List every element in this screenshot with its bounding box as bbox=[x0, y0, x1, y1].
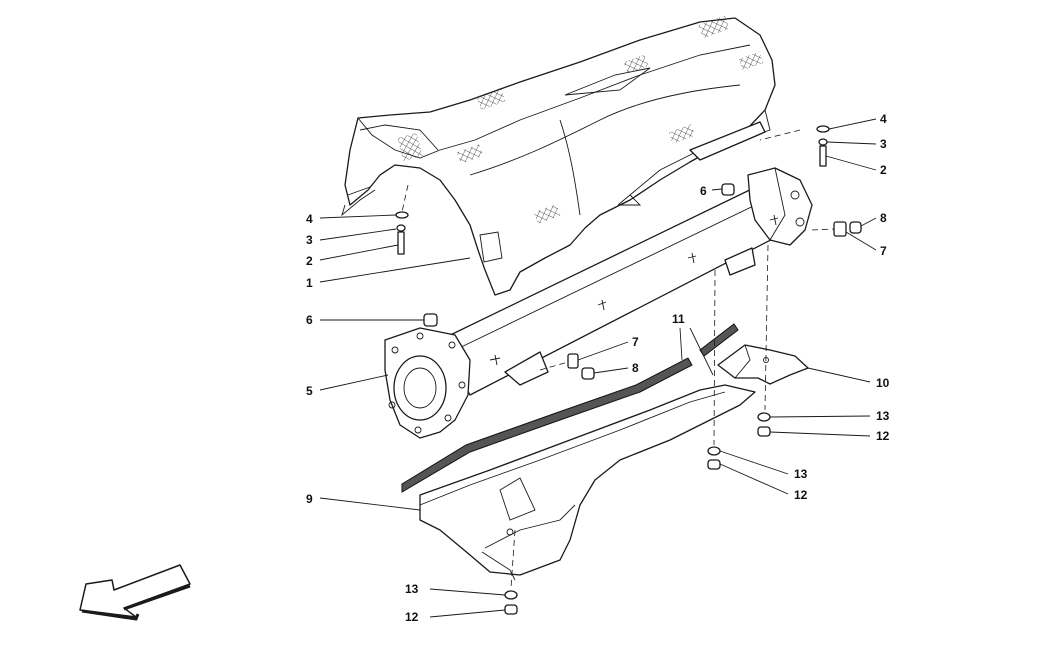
assembly-dashed-lines bbox=[401, 129, 835, 589]
callout-labels: 4 3 2 1 6 5 9 7 8 6 4 3 2 8 7 11 10 13 1… bbox=[306, 112, 890, 624]
callout-11: 11 bbox=[672, 312, 685, 326]
callout-4-right: 4 bbox=[880, 112, 887, 126]
callout-13-c: 13 bbox=[405, 582, 419, 596]
callout-7-mid: 7 bbox=[632, 335, 639, 349]
callout-1: 1 bbox=[306, 276, 313, 290]
callout-6-top: 6 bbox=[700, 184, 707, 198]
callout-12-b: 12 bbox=[794, 488, 808, 502]
callout-5: 5 bbox=[306, 384, 313, 398]
callout-4-left: 4 bbox=[306, 212, 313, 226]
front-direction-arrow-icon bbox=[79, 564, 191, 621]
callout-10: 10 bbox=[876, 376, 890, 390]
callout-8-mid: 8 bbox=[632, 361, 639, 375]
callout-8-right: 8 bbox=[880, 211, 887, 225]
seal-strips bbox=[401, 323, 739, 493]
lower-protection-panel bbox=[419, 384, 756, 581]
callout-6-left: 6 bbox=[306, 313, 313, 327]
callout-7-right: 7 bbox=[880, 244, 887, 258]
callout-9: 9 bbox=[306, 492, 313, 506]
callout-13-a: 13 bbox=[876, 409, 890, 423]
callout-13-b: 13 bbox=[794, 467, 808, 481]
callout-3-left: 3 bbox=[306, 233, 313, 247]
callout-2-left: 2 bbox=[306, 254, 313, 268]
side-bracket bbox=[717, 344, 809, 385]
transmission-tube bbox=[384, 167, 813, 439]
callout-12-c: 12 bbox=[405, 610, 419, 624]
callout-3-right: 3 bbox=[880, 137, 887, 151]
callout-12-a: 12 bbox=[876, 429, 890, 443]
heat-shield-cover bbox=[341, 15, 776, 296]
callout-2-right: 2 bbox=[880, 163, 887, 177]
hardware-items bbox=[395, 125, 862, 615]
leader-lines bbox=[319, 118, 877, 618]
